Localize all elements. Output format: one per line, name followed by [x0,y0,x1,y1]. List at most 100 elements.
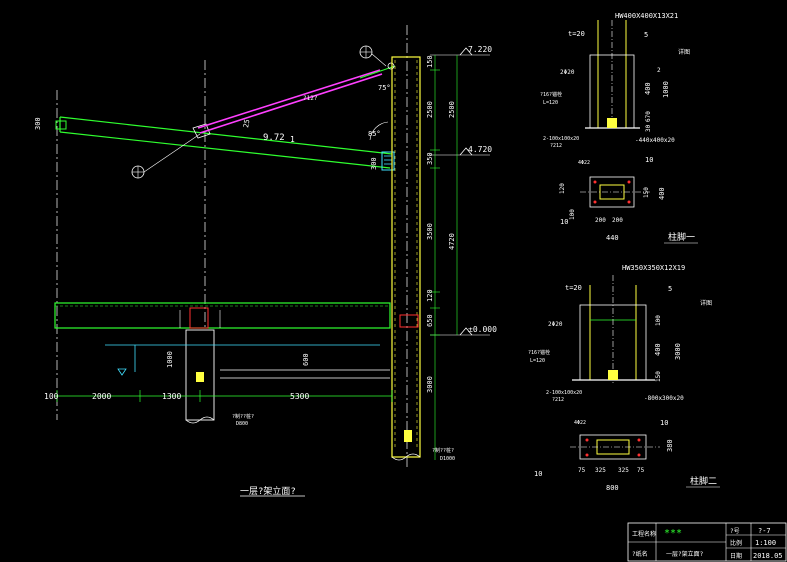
plan-dim: 800 [606,484,619,492]
left-pile [185,329,390,424]
plan-dim: 380 [666,439,674,452]
note: L=120 [543,100,558,106]
column-base-detail-1: HW400X400X13X21 t=20 5 详图 2Φ20 ?16?锚栓 L=… [540,12,698,244]
dim-h: 2000 [92,392,111,401]
base-plate: -800x300x20 [644,395,684,402]
dim: 2 [657,67,661,74]
plan-dim: 325 [618,467,629,474]
main-column [391,56,421,461]
pile-note: ?制??桩? [232,413,254,420]
callout-10: 10 [534,470,542,478]
no-label: ?号 [730,528,740,535]
dim-v: 4720 [448,233,456,250]
plan-note: 4Φ22 [578,160,590,166]
dim: 400 [644,82,652,95]
angle-label: 85° [368,130,381,138]
dim-v: 2500 [426,101,434,118]
base-plate: -440x400x20 [635,137,675,144]
dim-v: 650 [426,314,434,327]
plate-top: t=20 [565,284,582,292]
date-value: 2018.05 [753,552,783,560]
slope-value: 9.72 [263,133,285,143]
note: ?212 [550,143,562,149]
plate-top: t=20 [568,30,585,38]
dim: 30 [645,124,652,132]
dim-h: 1300 [162,392,181,401]
plan-dim: 440 [606,234,619,242]
dim: 670 [645,111,652,122]
drawing-label: ?纸名 [632,550,648,558]
section-label: HW400X400X13X21 [615,12,678,20]
level-top: 7.220 [468,45,492,54]
project-stars: *** [664,528,682,539]
horizontal-dims: 100 2000 1300 5300 [44,390,393,402]
note: 2Φ20 [548,321,563,328]
plan-dim: 400 [658,187,666,200]
dim-v: 350 [426,152,434,165]
scale-label: 比例 [730,539,742,547]
note: ?16?锚栓 [528,349,550,356]
elevation: 7.220 4.720 ±0.000 150 2500 2500 350 350… [34,25,497,497]
dim-v: 600 [302,353,310,366]
plan-dim: 200 [612,217,623,224]
callout-10: 10 [660,419,668,427]
grade-beam [54,302,419,329]
pile-note: D1000 [440,456,455,462]
dim: 150 [655,371,662,382]
note: L=120 [530,358,545,364]
no-value: ?-7 [758,527,771,535]
water-line [105,344,380,376]
note: 2-100x100x20 [546,390,582,396]
roof-beam [55,116,395,171]
note: ?16?锚栓 [540,91,562,98]
dim-v: 2500 [448,101,456,118]
left-dim: 300 [34,117,42,130]
plan-dim: 200 [595,217,606,224]
dim-h: 100 [44,392,59,401]
plan-dim: 75 [578,467,586,474]
dim: 400 [654,343,662,356]
leader-right: 详图 [700,299,712,307]
date-label: 日期 [730,552,742,560]
plan-note: 4Φ22 [574,420,586,426]
pile-note: D800 [236,421,248,427]
brace-note: ?12? [303,95,318,102]
level-mid: 4.720 [468,145,492,154]
plan-dim: 325 [595,467,606,474]
plan-dim: 120 [559,183,566,194]
dim-v: 3000 [426,376,434,393]
angle-label: 75° [378,84,391,92]
column-base-detail-2: HW350X350X12X19 t=20 5 详图 2Φ20 ?16?锚栓 L=… [528,264,720,492]
callout-5: 5 [668,285,672,293]
drawing-name: 一层?架立面? [666,550,704,558]
level-ground: ±0.000 [468,325,497,334]
title-block: 工程名称 *** ?纸名 一层?架立面? ?号 ?-7 比例 1:100 日期 … [627,522,787,562]
callout-10: 10 [560,218,568,226]
dim-v: 3500 [426,223,434,240]
callout-10: 10 [645,156,653,164]
beam-depth: 300 [370,157,378,170]
dim-v: 1000 [166,351,174,368]
plan-dim: 150 [643,187,650,198]
pile-note: ?制??桩? [432,447,454,454]
project-label: 工程名称 [632,530,656,538]
note: 2-100x100x20 [543,136,579,142]
dim-v: 120 [426,289,434,302]
section-label: HW350X350X12X19 [622,264,685,272]
vertical-dims: 150 2500 2500 350 3500 4720 120 650 3000… [166,55,458,460]
leader-right: 详图 [678,48,690,56]
elevation-title: 一层?架立面? [240,485,296,497]
slope-tail: 1 [290,135,295,144]
note: 2Φ20 [560,69,575,76]
callout-5: 5 [644,31,648,39]
detail-label: 柱脚一 [668,231,695,243]
dim: 1000 [662,81,670,98]
dim-h: 5300 [290,392,309,401]
callouts [131,45,389,179]
detail-label: 柱脚二 [690,475,717,487]
tie-brace [197,62,396,134]
plan-dim: 100 [569,209,576,220]
dim-v: 150 [426,55,434,68]
note: ?212 [552,397,564,403]
